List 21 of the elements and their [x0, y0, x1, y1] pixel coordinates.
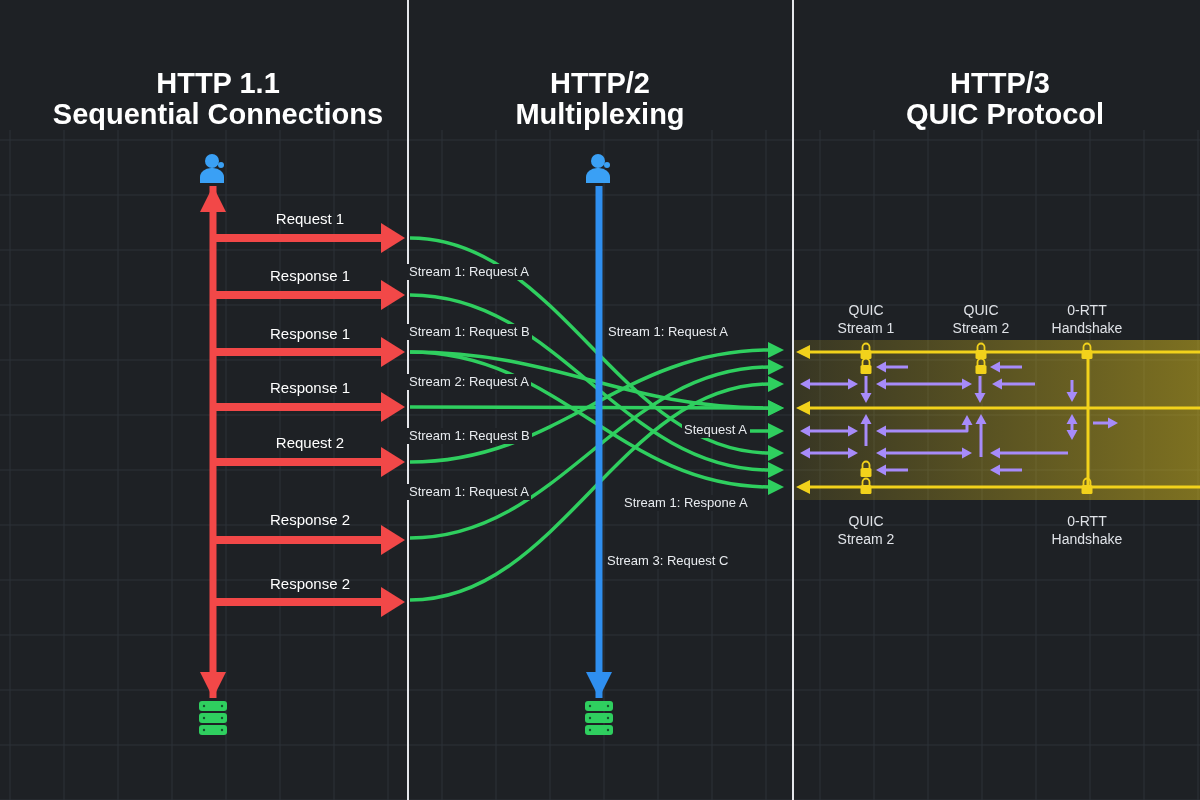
arrow-label: Response 1 [269, 378, 351, 398]
stream-label: Stream 2: Request A [407, 374, 531, 390]
arrow-label: Response 1 [269, 324, 351, 344]
lane-label: QUIC Stream 2 [836, 512, 896, 548]
stream-label: Stream 1: Respone A [622, 495, 750, 511]
lane-label: QUIC Stream 1 [836, 301, 896, 337]
lane-label: QUIC Stream 2 [951, 301, 1011, 337]
arrow-label: Response 2 [269, 574, 351, 594]
arrow-label: Response 2 [269, 510, 351, 530]
stream-label: Stream 1: Request A [407, 264, 531, 280]
stream-label: Stream 3: Request C [605, 553, 731, 569]
lane-label: 0-RTT Handshake [1050, 301, 1124, 337]
arrow-label: Response 1 [269, 266, 351, 286]
stream-label: Stream 1: Request A [606, 324, 730, 340]
stream-label: Stream 1: Request B [407, 428, 532, 444]
stream-label: Stequest A [682, 422, 749, 438]
arrow-label: Request 1 [275, 209, 345, 229]
lane-label: 0-RTT Handshake [1050, 512, 1124, 548]
arrow-label: Request 2 [275, 433, 345, 453]
stream-label: Stream 1: Request B [407, 324, 532, 340]
stream-label: Stream 1: Request A [407, 484, 531, 500]
